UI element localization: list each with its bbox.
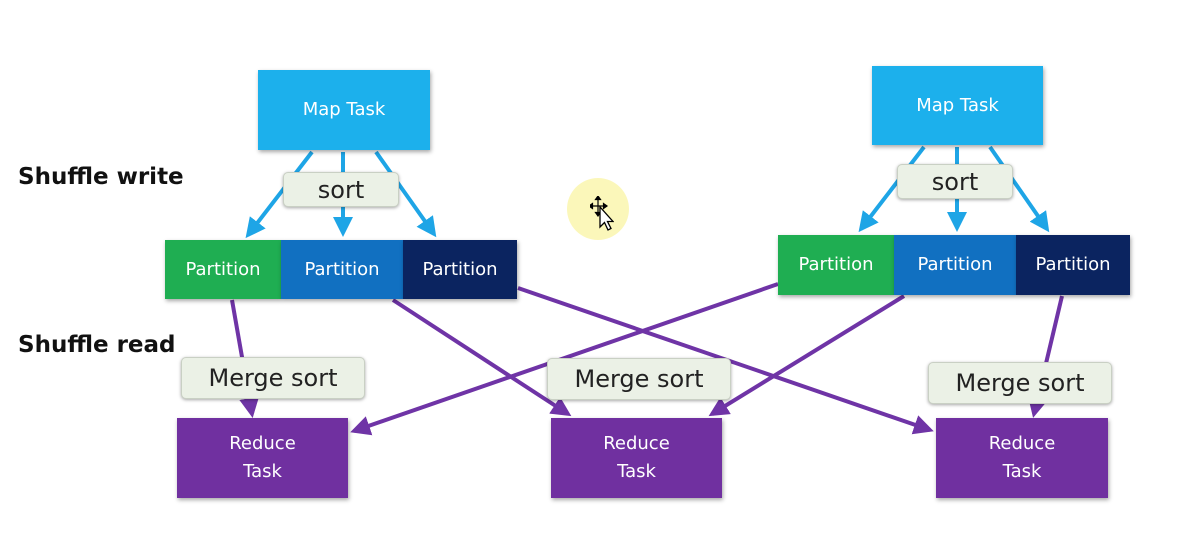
map2-to-partition1-arrow [858,145,926,233]
merge-sort-tag-2: Merge sort [547,358,731,400]
partition-label: Partition [304,258,380,280]
sort-tag-left: sort [283,172,399,207]
map-task-right: Map Task [872,66,1043,145]
map2-to-partition3-arrow [988,145,1050,233]
partition-left-2: Partition [281,240,403,299]
reduce-task-3: Reduce Task [936,418,1108,498]
partition-right-1: Partition [778,235,894,295]
sort-tag-right: sort [897,164,1013,199]
map1-to-partition1-arrow [245,150,314,239]
shuffle-read-heading: Shuffle read [18,332,176,358]
partition-label: Partition [185,258,261,280]
partition-left-1: Partition [165,240,281,299]
map-task-label: Map Task [916,94,999,116]
left-p2-to-reduce2-arrow [391,298,572,417]
partition-label: Partition [798,254,874,275]
partition-left-3: Partition [403,240,517,299]
partition-label: Partition [917,254,993,275]
partition-label: Partition [1035,254,1111,275]
shuffle-write-heading: Shuffle write [18,164,184,190]
map-task-label: Map Task [302,99,386,120]
merge-sort-tag-1: Merge sort [181,357,365,399]
reduce-task-label: Reduce Task [229,433,296,482]
merge-sort-tag-3: Merge sort [928,362,1112,404]
reduce-task-label: Reduce Task [988,433,1056,482]
right-p1-to-reduce1-arrow [350,282,779,436]
partition-right-2: Partition [894,235,1016,295]
map1-to-partition3-arrow [374,150,437,238]
reduce-task-1: Reduce Task [177,418,348,498]
right-p2-to-reduce2-arrow [708,294,906,417]
reduce-task-2: Reduce Task [551,418,722,498]
move-cursor-icon [590,196,614,231]
reduce-task-label: Reduce Task [603,433,670,482]
map-task-left: Map Task [258,70,430,150]
partition-right-3: Partition [1016,235,1130,295]
partition-label: Partition [422,258,498,280]
